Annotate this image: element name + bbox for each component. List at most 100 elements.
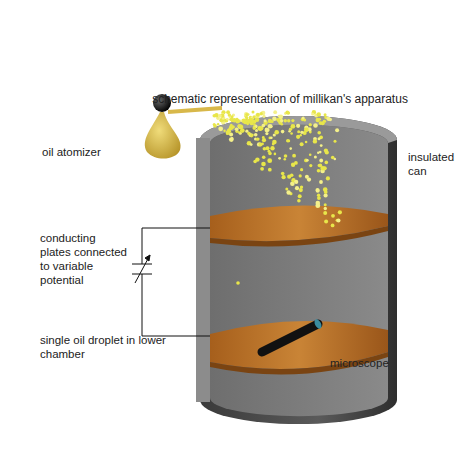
spray-dot	[296, 124, 300, 128]
spray-dot	[337, 219, 341, 223]
spray-dot	[262, 155, 266, 159]
spray-dot	[299, 174, 302, 177]
spray-dot	[229, 137, 234, 142]
spray-dot	[255, 114, 260, 119]
spray-dot	[227, 129, 232, 134]
spray-dot	[270, 137, 273, 140]
spray-dot	[309, 153, 312, 156]
spray-dot	[289, 147, 292, 150]
spray-dot	[226, 118, 229, 121]
spray-dot	[305, 175, 309, 179]
spray-dot	[281, 172, 285, 176]
spray-dot	[306, 159, 309, 162]
spray-dot	[325, 161, 329, 165]
spray-dot	[262, 115, 265, 118]
oil-spray	[213, 110, 343, 227]
spray-dot	[268, 152, 272, 156]
spray-dot	[259, 128, 262, 131]
spray-dot	[317, 112, 321, 116]
spray-dot	[317, 169, 321, 173]
spray-dot	[318, 164, 321, 167]
spray-dot	[335, 128, 339, 132]
can-interior	[210, 125, 388, 416]
spray-dot	[236, 118, 239, 121]
spray-dot	[284, 158, 287, 161]
spray-dot	[320, 144, 323, 147]
spray-dot	[229, 118, 232, 121]
spray-dot	[250, 133, 253, 136]
spray-dot	[294, 180, 298, 184]
spray-dot	[253, 160, 257, 164]
spray-dot	[237, 124, 240, 127]
spray-dot	[274, 153, 277, 156]
spray-dot	[334, 140, 337, 143]
spray-dot	[325, 150, 329, 154]
spray-dot	[289, 128, 292, 131]
spray-dot	[262, 138, 266, 142]
spray-dot	[260, 167, 264, 171]
spray-dot	[297, 130, 300, 133]
spray-dot	[302, 117, 305, 120]
spray-dot	[294, 161, 298, 165]
spray-dot	[290, 174, 294, 178]
can-cut-face	[196, 138, 210, 402]
spray-dot	[318, 137, 321, 140]
microscope-tube	[262, 318, 323, 352]
spray-dot	[250, 143, 253, 146]
spray-dot	[270, 146, 274, 150]
spray-dot	[324, 190, 328, 194]
spray-dot	[231, 125, 235, 129]
spray-dot	[272, 140, 277, 145]
spray-dot	[300, 168, 303, 171]
spray-dot	[300, 142, 304, 146]
can-rim	[200, 116, 397, 143]
spray-dot	[224, 119, 228, 123]
spray-dot	[231, 115, 234, 118]
spray-dot	[280, 119, 283, 122]
spray-dot	[281, 130, 285, 134]
spray-dot	[268, 168, 272, 172]
spray-dot	[319, 180, 323, 184]
spray-dot	[321, 166, 326, 171]
spray-dot	[323, 211, 327, 215]
spray-dot	[253, 115, 256, 118]
spray-dot	[285, 111, 289, 115]
spray-dot	[240, 120, 242, 122]
part-label: oil atomizer	[42, 145, 142, 159]
spray-dot	[324, 113, 327, 116]
oil-droplet	[236, 281, 240, 285]
spray-dot	[265, 128, 270, 133]
spray-dot	[243, 120, 248, 125]
spray-dot	[278, 115, 281, 118]
spray-dot	[247, 132, 251, 136]
spray-dot	[259, 112, 262, 115]
spray-dot	[319, 159, 323, 163]
spray-dot	[285, 188, 288, 191]
part-label: conducting plates connected to variable …	[40, 231, 128, 287]
spray-dot	[316, 201, 321, 206]
spray-dot	[252, 126, 256, 130]
spray-dot	[261, 162, 266, 167]
spray-dot	[265, 132, 268, 135]
spray-dot	[300, 185, 303, 188]
spray-dot	[253, 123, 256, 126]
spray-dot	[304, 127, 309, 132]
spray-dot	[284, 119, 287, 122]
spray-dot	[223, 130, 225, 132]
upper-plate-edge	[210, 226, 388, 247]
spray-dot	[317, 152, 319, 154]
spray-dot	[317, 196, 321, 200]
spray-dot	[278, 157, 281, 160]
part-label: microscope	[330, 356, 430, 370]
spray-dot	[295, 186, 299, 190]
spray-dot	[218, 114, 222, 118]
spray-dot	[272, 117, 276, 121]
spray-dot	[254, 133, 258, 137]
spray-dot	[284, 154, 288, 158]
spray-dot	[256, 138, 259, 141]
spray-dot	[331, 214, 335, 218]
spray-dot	[331, 224, 335, 228]
spray-dot	[264, 119, 267, 122]
spray-dot	[287, 119, 290, 122]
spray-dot	[292, 154, 296, 158]
